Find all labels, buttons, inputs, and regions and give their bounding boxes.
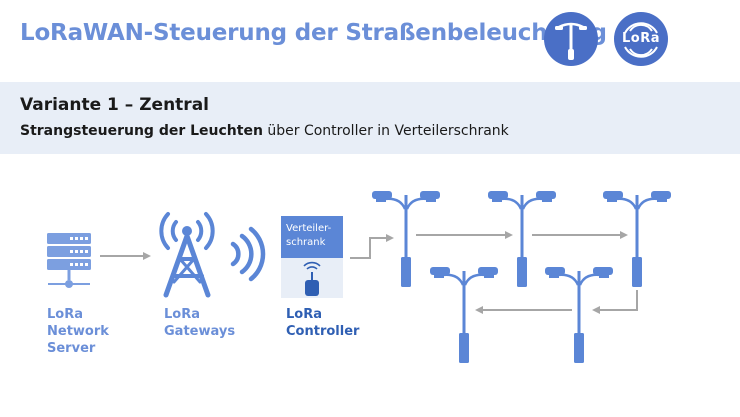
variant-title: Variante 1 – Zentral: [20, 95, 209, 115]
distribution-cabinet: [281, 216, 343, 298]
lora-logo-text: LoRa: [622, 31, 660, 46]
variant-subtitle-rest: über Controller in Verteilerschrank: [262, 123, 509, 139]
server-label: LoRa Network Server: [47, 307, 109, 356]
antenna-icon: [303, 261, 321, 296]
arrow-cabinet-lamp: [350, 234, 394, 259]
controller-label: LoRa Controller: [286, 307, 360, 339]
page-title: LoRaWAN-Steuerung der Straßenbeleuchtung: [20, 20, 607, 46]
street-lamp-icon: [543, 265, 615, 365]
gateway-label: LoRa Gateways: [164, 307, 236, 339]
street-lamp-icon: [428, 265, 500, 365]
gateway-tower-icon: [159, 212, 266, 298]
arrow-lamp-3-4: [592, 290, 638, 314]
lora-logo-icon: LoRa: [613, 11, 669, 67]
server-icon: [47, 233, 91, 288]
street-lamp-icon: [601, 189, 673, 289]
variant-subtitle-bold: Strangsteuerung der Leuchten: [20, 123, 263, 139]
variant-subtitle: Strangsteuerung der Leuchten über Contro…: [20, 123, 509, 139]
cabinet-label: Verteiler- schrank: [286, 223, 332, 248]
variant-band: Variante 1 – Zentral Strangsteuerung der…: [0, 82, 740, 154]
street-lamp-badge-icon: [544, 12, 598, 66]
